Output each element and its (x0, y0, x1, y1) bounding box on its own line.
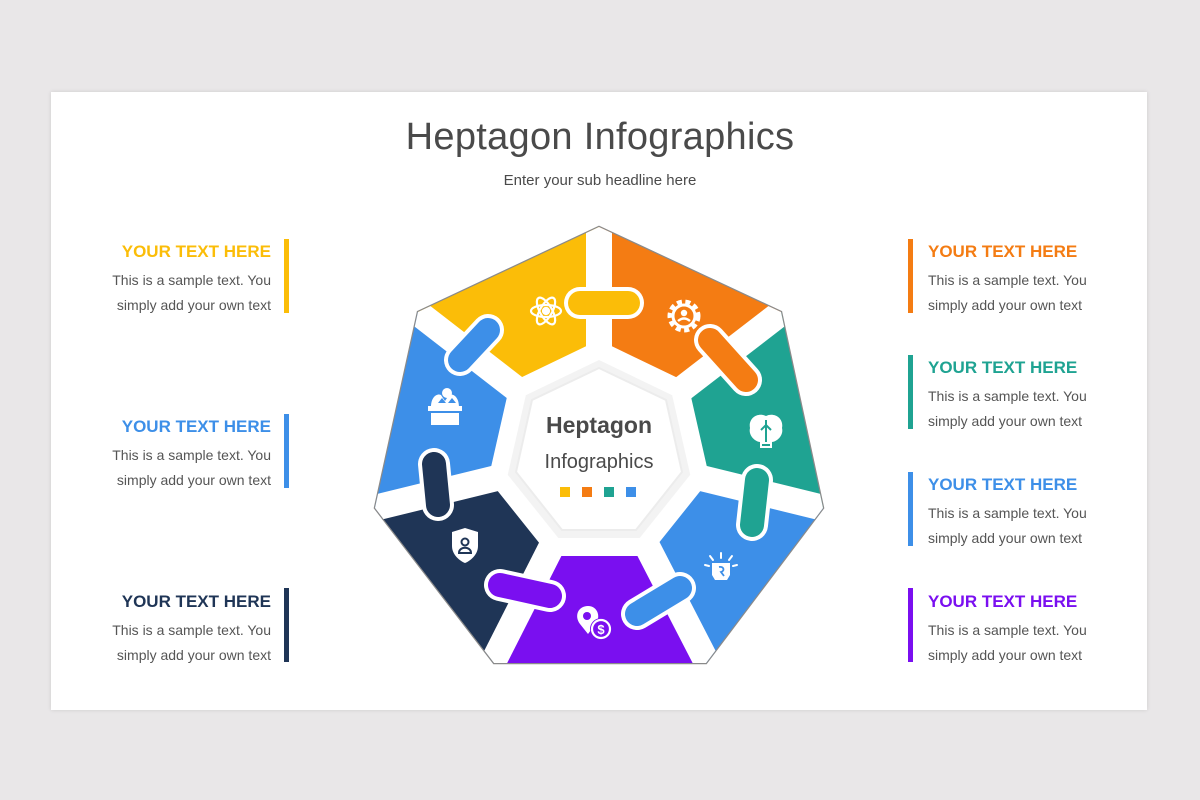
item-line-1: This is a sample text. You (928, 272, 1087, 288)
text-block-left-2: YOUR TEXT HERE This is a sample text. Yo… (71, 417, 271, 493)
item-line-1: This is a sample text. You (112, 622, 271, 638)
accent-bar-navy (284, 588, 289, 662)
text-block-right-1: YOUR TEXT HERE This is a sample text. Yo… (928, 242, 1128, 318)
color-dots (560, 487, 636, 497)
svg-text:$: $ (597, 622, 605, 637)
item-line-2: simply add your own text (928, 530, 1083, 546)
item-heading: YOUR TEXT HERE (928, 475, 1078, 494)
item-line-2: simply add your own text (116, 472, 271, 488)
accent-bar-blue (284, 414, 289, 488)
inner-heptagon (514, 366, 684, 531)
text-block-left-1: YOUR TEXT HERE This is a sample text. Yo… (71, 242, 271, 318)
accent-bar-blue-right (908, 472, 913, 546)
item-line-2: simply add your own text (928, 297, 1083, 313)
dot-blue (626, 487, 636, 497)
item-line-1: This is a sample text. You (112, 447, 271, 463)
fist-idea-icon (704, 552, 738, 580)
item-heading: YOUR TEXT HERE (121, 242, 271, 261)
text-block-right-4: YOUR TEXT HERE This is a sample text. Yo… (928, 592, 1128, 668)
center-subtitle: Infographics (544, 451, 654, 473)
item-heading: YOUR TEXT HERE (928, 242, 1078, 261)
dot-yellow (560, 487, 570, 497)
item-line-2: simply add your own text (928, 647, 1083, 663)
text-block-left-3: YOUR TEXT HERE This is a sample text. Yo… (71, 592, 271, 668)
item-heading: YOUR TEXT HERE (928, 358, 1078, 377)
location-dollar-icon: $ (577, 606, 612, 640)
accent-bar-purple (908, 588, 913, 662)
item-line-2: simply add your own text (928, 413, 1083, 429)
segment-purple (480, 453, 720, 663)
dot-teal (604, 487, 614, 497)
item-heading: YOUR TEXT HERE (121, 592, 271, 611)
accent-bar-orange (908, 239, 913, 313)
podium-speaker-icon (428, 388, 462, 425)
text-block-right-3: YOUR TEXT HERE This is a sample text. Yo… (928, 475, 1128, 551)
gear-user-icon (667, 299, 701, 333)
item-line-1: This is a sample text. You (928, 388, 1087, 404)
brain-icon (749, 414, 783, 448)
item-heading: YOUR TEXT HERE (121, 417, 271, 436)
page-title: Heptagon Infographics (405, 116, 795, 158)
shield-user-icon (452, 528, 478, 563)
item-line-1: This is a sample text. You (928, 622, 1087, 638)
text-block-right-2: YOUR TEXT HERE This is a sample text. Yo… (928, 358, 1128, 434)
accent-bar-teal (908, 355, 913, 429)
center-title: Heptagon (545, 412, 653, 438)
dot-orange (582, 487, 592, 497)
item-line-2: simply add your own text (116, 647, 271, 663)
atom-icon (529, 296, 563, 326)
item-line-1: This is a sample text. You (112, 272, 271, 288)
page-subtitle: Enter your sub headline here (503, 172, 697, 189)
accent-bar-yellow (284, 239, 289, 313)
item-line-1: This is a sample text. You (928, 505, 1087, 521)
item-line-2: simply add your own text (116, 297, 271, 313)
item-heading: YOUR TEXT HERE (928, 592, 1078, 611)
